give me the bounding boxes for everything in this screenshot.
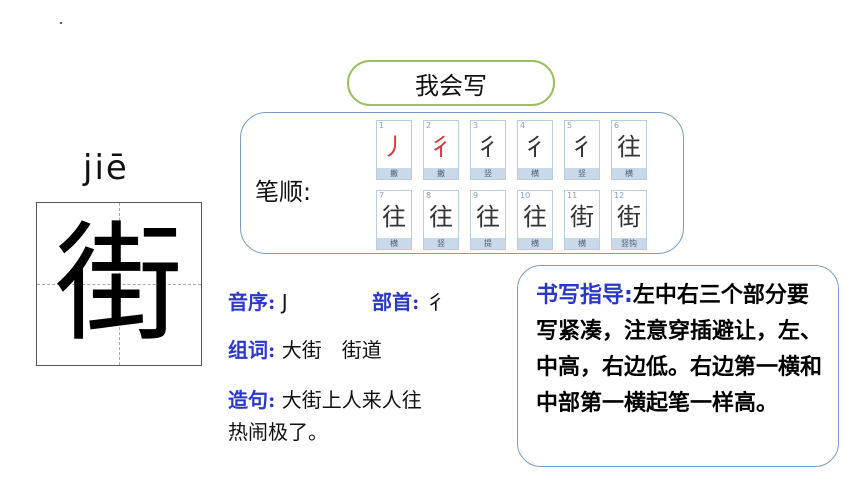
stroke-step-cell: 10 往横: [517, 190, 553, 250]
zuci-label: 组词:: [228, 338, 276, 362]
stroke-step-cell: 7 往横: [376, 190, 412, 250]
stroke-step-name: 撇: [377, 168, 411, 179]
stroke-step-name: 竖钩: [612, 238, 646, 249]
stroke-step-name: 横: [612, 168, 646, 179]
stroke-step-glyph: 彳: [429, 133, 453, 161]
yinxu-value: J: [281, 290, 288, 314]
yinxu-row: 音序: J: [228, 286, 288, 315]
stroke-step-glyph: 往: [382, 203, 406, 231]
big-character: 街: [54, 210, 183, 359]
stroke-step-cell: 9 往提: [470, 190, 506, 250]
writing-guide-text: 左中右三个部分要写紧凑，注意穿插避让，左、中高，右边低。右边第一横和中部第一横起…: [536, 283, 823, 416]
stroke-step-number: 1: [379, 121, 385, 130]
grid-horizontal-guide: [37, 284, 201, 285]
stroke-step-cell: 8 往竖: [423, 190, 459, 250]
stroke-step-number: 11: [567, 191, 578, 200]
stroke-step-name: 竖: [471, 168, 505, 179]
stroke-step-name: 提: [471, 238, 505, 249]
zuci-value: 大街 街道: [281, 338, 382, 362]
zaoju-line2: 热闹极了。: [228, 420, 328, 444]
stroke-step-name: 竖: [565, 168, 599, 179]
title-pill: 我会写: [347, 60, 555, 106]
stroke-step-name: 横: [377, 238, 411, 249]
stroke-step-number: 7: [379, 191, 385, 200]
stroke-step-name: 横: [565, 238, 599, 249]
stroke-step-glyph: 街: [570, 203, 594, 231]
stroke-step-glyph: 彳: [476, 133, 500, 161]
zaoju-line1: 大街上人来人往: [281, 388, 422, 412]
stroke-step-cell: 3 彳竖: [470, 120, 506, 180]
stroke-step-glyph: 彳: [523, 133, 547, 161]
stroke-step-cell: 2 彳撇: [423, 120, 459, 180]
stroke-step-number: 10: [520, 191, 531, 200]
stroke-step-glyph: 彳: [570, 133, 594, 161]
stroke-step-number: 5: [567, 121, 573, 130]
yinxu-label: 音序:: [228, 290, 276, 314]
stroke-step-name: 横: [518, 168, 552, 179]
stroke-step-number: 2: [426, 121, 432, 130]
stroke-step-cell: 12 街竖钩: [611, 190, 647, 250]
stroke-step-name: 竖: [424, 238, 458, 249]
character-grid: 街: [36, 202, 202, 366]
stroke-step-number: 9: [473, 191, 479, 200]
stroke-step-glyph: 往: [523, 203, 547, 231]
zaoju-label: 造句:: [228, 388, 276, 412]
stroke-step-cell: 4 彳横: [517, 120, 553, 180]
stroke-step-cell: 11 街横: [564, 190, 600, 250]
stroke-step-cell: 1 丿撇: [376, 120, 412, 180]
stroke-step-glyph: 街: [617, 203, 641, 231]
stroke-step-number: 4: [520, 121, 526, 130]
stroke-step-glyph: 往: [476, 203, 500, 231]
stroke-step-glyph: 丿: [382, 133, 406, 161]
bushou-row: 部首: 彳: [372, 286, 446, 315]
zaoju-row: 造句: 大街上人来人往: [228, 384, 422, 413]
stroke-step-number: 8: [426, 191, 432, 200]
stroke-step-name: 撇: [424, 168, 458, 179]
stroke-step-glyph: 往: [429, 203, 453, 231]
stroke-step-number: 12: [614, 191, 625, 200]
stroke-step-number: 3: [473, 121, 479, 130]
stroke-step-number: 6: [614, 121, 620, 130]
stroke-step-cell: 6 往横: [611, 120, 647, 180]
bushou-label: 部首:: [372, 290, 420, 314]
writing-guide-label: 书写指导:: [536, 283, 633, 308]
writing-guide-panel: 书写指导:左中右三个部分要写紧凑，注意穿插避让，左、中高，右边低。右边第一横和中…: [517, 265, 839, 467]
stroke-order-label: 笔顺:: [255, 178, 312, 206]
zuci-row: 组词: 大街 街道: [228, 334, 382, 363]
stroke-step-name: 横: [518, 238, 552, 249]
decor-dot: [60, 22, 62, 24]
stroke-order-panel: [240, 112, 684, 254]
stroke-step-glyph: 往: [617, 133, 641, 161]
stroke-step-cell: 5 彳竖: [564, 120, 600, 180]
pinyin: jiē: [83, 148, 129, 188]
bushou-value: 彳: [425, 290, 446, 314]
